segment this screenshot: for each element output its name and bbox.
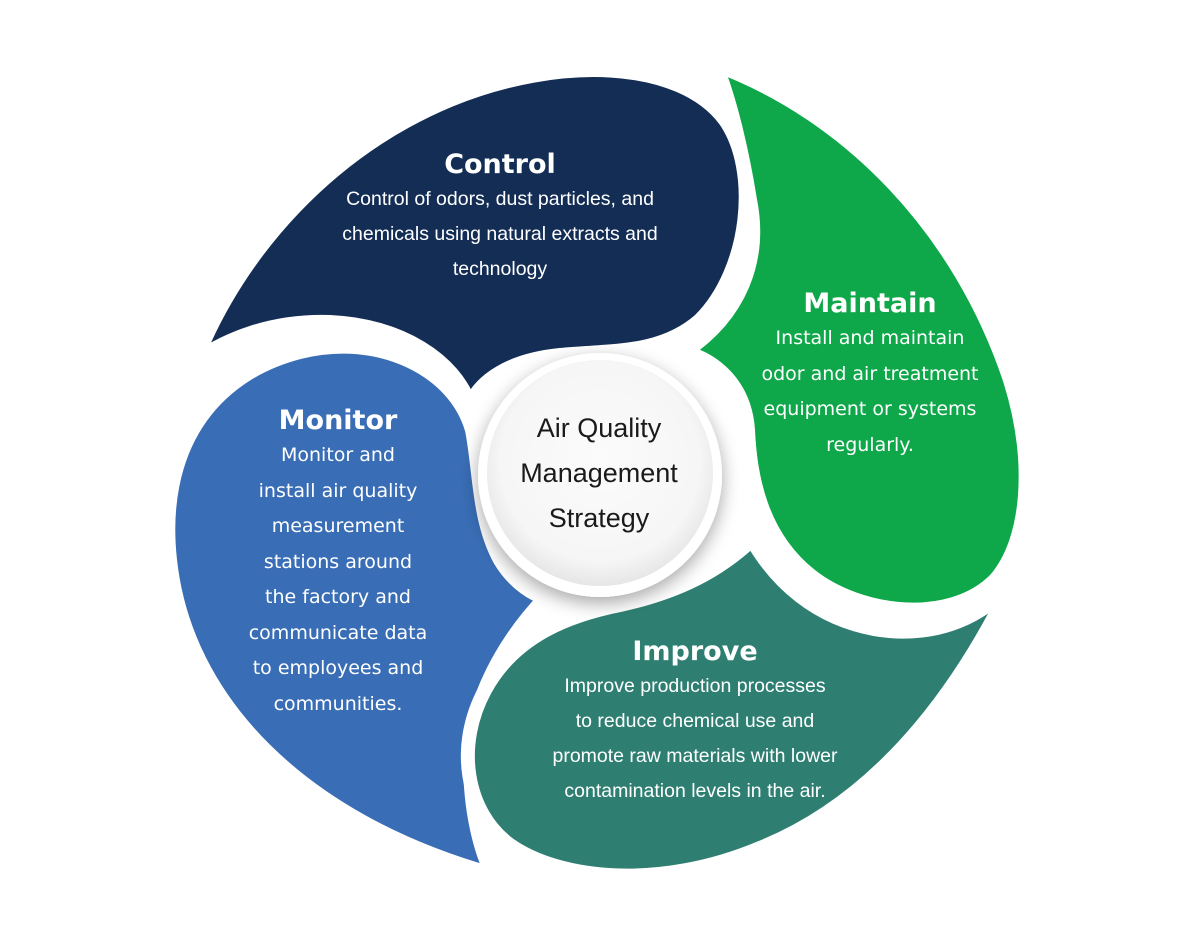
control-description-line: Control of odors, dust particles, and <box>346 188 654 210</box>
monitor-title: Monitor <box>278 405 398 436</box>
improve-title: Improve <box>632 636 758 667</box>
control-segment <box>189 63 753 412</box>
improve-description-line: contamination levels in the air. <box>564 780 826 802</box>
maintain-segment <box>678 58 1033 617</box>
control-description-line: chemicals using natural extracts and <box>342 223 658 245</box>
maintain-description-line: regularly. <box>826 433 914 456</box>
improve-description-line: to reduce chemical use and <box>575 710 815 732</box>
monitor-description-line: the factory and <box>265 586 411 608</box>
control-description-line: technology <box>452 258 548 280</box>
maintain-description-line: Install and maintain <box>775 327 965 349</box>
control-label: Control Control of odors, dust particles… <box>290 148 710 287</box>
monitor-description-line: Monitor and <box>280 444 395 466</box>
center-title-line: Air Quality <box>536 413 662 443</box>
maintain-label: Maintain Install and maintain odor and a… <box>740 287 1000 463</box>
improve-segment <box>460 533 1019 883</box>
maintain-description: Install and maintain odor and air treatm… <box>740 321 1000 463</box>
improve-label: Improve Improve production processes to … <box>500 635 890 809</box>
monitor-description-line: communities. <box>273 692 403 715</box>
center-title-line: Management <box>520 458 678 488</box>
improve-description: Improve production processes to reduce c… <box>500 669 890 809</box>
maintain-description-line: equipment or systems <box>763 398 977 420</box>
monitor-description-line: stations around <box>263 550 413 573</box>
monitor-label: Monitor Monitor and install air quality … <box>228 404 448 722</box>
monitor-description-line: install air quality <box>258 479 418 502</box>
monitor-description-line: to employees and <box>252 657 424 679</box>
control-title: Control <box>444 149 556 180</box>
center-title: Air Quality Management Strategy <box>484 406 714 541</box>
monitor-description: Monitor and install air quality measurem… <box>228 438 448 722</box>
center-title-line: Strategy <box>548 503 650 533</box>
improve-description-line: promote raw materials with lower <box>552 745 838 767</box>
control-description: Control of odors, dust particles, and ch… <box>290 182 710 287</box>
center-circle-inner <box>487 360 713 586</box>
improve-description-line: Improve production processes <box>564 675 826 697</box>
maintain-description-line: odor and air treatment <box>761 362 979 385</box>
maintain-title: Maintain <box>803 288 937 319</box>
monitor-description-line: measurement <box>271 515 405 537</box>
monitor-description-line: communicate data <box>248 621 428 644</box>
